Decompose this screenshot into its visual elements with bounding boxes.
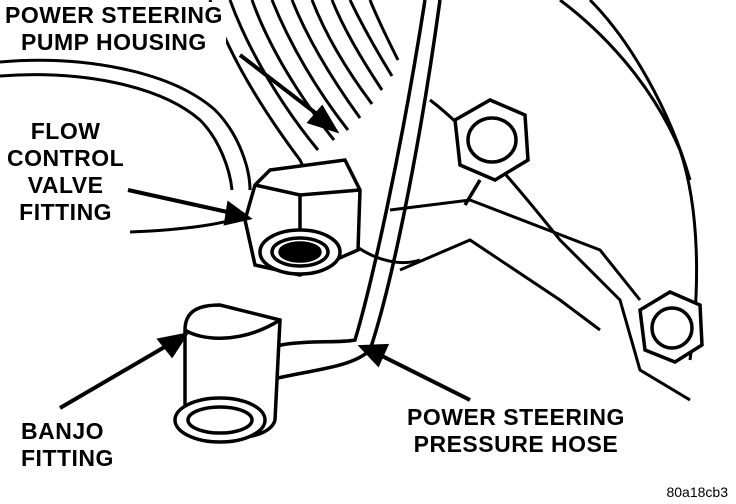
pressure-hose	[239, 0, 442, 387]
arrowhead-flow-control	[223, 200, 253, 226]
arrowhead-banjo	[156, 332, 190, 359]
upper-hex-bolt	[453, 98, 530, 206]
arrowhead-pressure-hose	[357, 343, 390, 368]
arrow-pressure-hose	[379, 353, 471, 402]
banjo-fitting	[173, 303, 282, 444]
pump-housing	[208, 0, 699, 402]
arrow-flow-control	[127, 188, 233, 215]
lower-hex-bolt	[638, 290, 704, 364]
label-pressure-hose: POWER STEERING PRESSURE HOSE	[404, 404, 628, 458]
callout-arrows	[58, 53, 471, 410]
label-pump-housing: POWER STEERING PUMP HOUSING	[2, 2, 226, 56]
arrow-banjo	[58, 343, 170, 410]
label-flow-control-valve-fitting: FLOW CONTROL VALVE FITTING	[4, 118, 128, 226]
arrow-pump-housing	[238, 53, 324, 120]
arrowhead-pump-housing	[306, 104, 340, 134]
figure-id: 80a18cb3	[664, 484, 730, 500]
label-banjo-fitting: BANJO FITTING	[18, 418, 117, 472]
flow-control-valve-fitting	[243, 158, 362, 277]
